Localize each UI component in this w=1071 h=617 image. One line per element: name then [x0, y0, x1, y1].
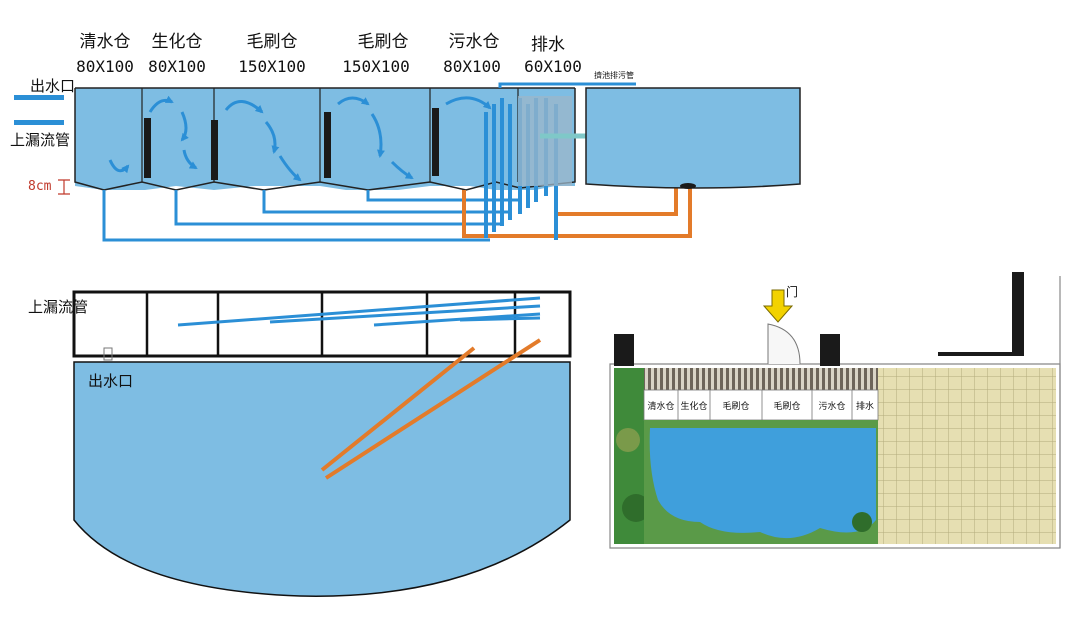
- orange-return-pipe: [462, 186, 692, 238]
- filter-label: 清水仓: [647, 400, 674, 412]
- filter-label: 毛刷仓: [773, 400, 800, 412]
- bottom-drain-pipes: [102, 190, 520, 242]
- compartment-size: 80X100: [76, 57, 134, 76]
- plan-diagram: 上漏流管 出水口: [28, 290, 572, 597]
- plan-outlet-label: 出水口: [88, 372, 133, 390]
- compartment-name: 清水仓: [80, 32, 131, 52]
- orange-pipe: [324, 338, 542, 480]
- compartment-labels: 清水仓 80X100 生化仓 80X100 毛刷仓 150X100 毛刷仓 15…: [76, 32, 582, 76]
- compartment-size: 80X100: [443, 57, 501, 76]
- compartment-name: 生化仓: [152, 32, 203, 52]
- compartment-name: 污水仓: [449, 32, 500, 52]
- orange-return-pipe-2: [554, 186, 678, 216]
- depth-marker: [58, 179, 70, 195]
- tank-drain: [680, 183, 696, 189]
- outlet-pipe: [14, 95, 64, 100]
- filter-label-dividers: [677, 390, 853, 420]
- orange-pipe: [320, 346, 476, 472]
- plan-dividers: [145, 292, 517, 356]
- filter-label: 污水仓: [818, 400, 845, 412]
- plant: [852, 512, 872, 532]
- compartment-name: 毛刷仓: [247, 32, 298, 52]
- depth-label: 8cm: [28, 179, 52, 194]
- top-section-diagram: 清水仓 80X100 生化仓 80X100 毛刷仓 150X100 毛刷仓 15…: [10, 32, 801, 242]
- filter-labels: 清水仓 生化仓 毛刷仓 毛刷仓 污水仓 排水: [647, 400, 874, 412]
- plan-pipes: [177, 296, 541, 327]
- overflow-label: 上漏流管: [10, 131, 70, 149]
- shrub: [622, 494, 650, 522]
- drain-note: 擠池排污管: [594, 70, 634, 80]
- filter-label: 毛刷仓: [722, 400, 749, 412]
- compartment-name: 排水: [531, 35, 565, 55]
- plan-overflow-label: 上漏流管: [28, 298, 88, 316]
- compartment-size: 60X100: [524, 57, 582, 76]
- filter-label-row: [643, 389, 879, 421]
- compartment-size: 150X100: [238, 57, 305, 76]
- wall-block: [820, 334, 840, 366]
- compartment-size: 150X100: [342, 57, 409, 76]
- compartment-size: 80X100: [148, 57, 206, 76]
- shrub: [616, 428, 640, 452]
- pond: [649, 428, 876, 539]
- plan-outlet-marker: [103, 347, 113, 361]
- outlet-label: 出水口: [30, 77, 75, 95]
- plan-pond: [73, 361, 571, 597]
- filter-label: 生化仓: [680, 400, 707, 412]
- filter-slats: [644, 368, 878, 390]
- flow-arrows: [108, 95, 492, 182]
- baffles: [144, 108, 439, 180]
- tiled-floor: [878, 368, 1056, 544]
- wall-block: [938, 272, 1024, 356]
- pond-tank: [585, 87, 801, 189]
- door-label: 门: [786, 284, 798, 299]
- site-plan-view: 门 清水仓 生化仓 毛刷仓 毛刷仓 污水仓 排水: [609, 272, 1061, 549]
- overflow-pipe: [14, 120, 64, 125]
- wall-block: [614, 334, 634, 366]
- drain-top-pipe: [498, 82, 636, 88]
- filter-label: 排水: [856, 400, 874, 412]
- door: [767, 323, 801, 365]
- compartment-name: 毛刷仓: [358, 32, 409, 52]
- door-arrow-icon: [762, 289, 794, 323]
- drain-box: [518, 96, 572, 186]
